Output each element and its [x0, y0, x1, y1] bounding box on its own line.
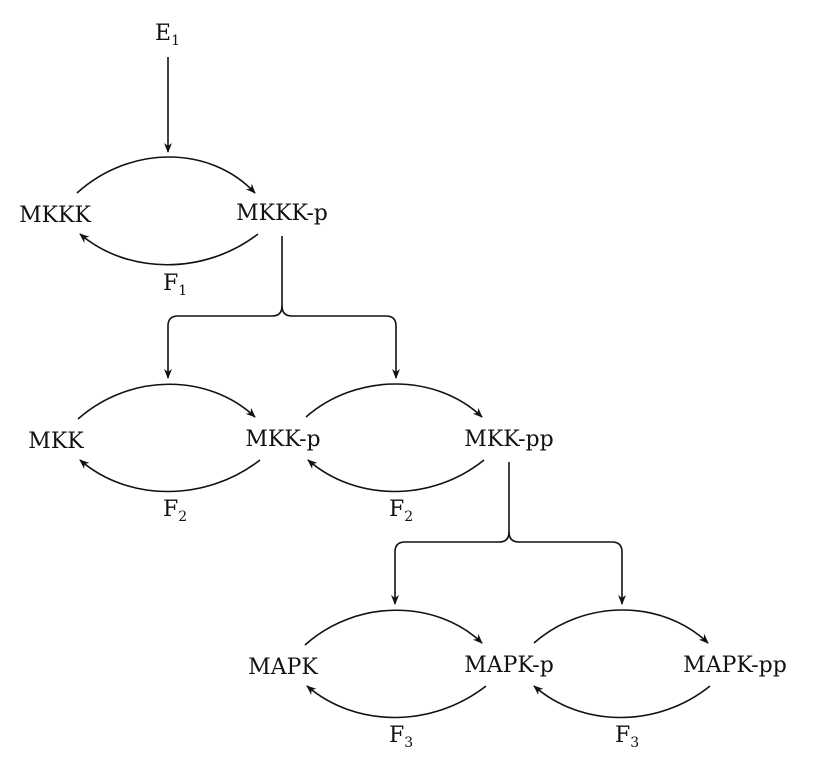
mkkk-dephosphorylation-arrow — [79, 233, 259, 266]
enzyme-e1-label: E1 — [155, 21, 180, 49]
node-mkk: MKK — [28, 429, 84, 454]
mkk-pp-activation-brace — [391, 462, 510, 605]
node-mapk-pp: MAPK-pp — [683, 653, 787, 678]
node-mkkk-p: MKKK-p — [236, 201, 328, 226]
mapk-first-dephosphorylation-arrow — [306, 685, 487, 719]
node-mapk-p: MAPK-p — [464, 653, 554, 678]
mapk-first-phosphorylation-arrow — [304, 609, 483, 646]
mapk-second-dephosphorylation-arrow — [533, 685, 711, 719]
mkk-pp-activation-brace-right — [508, 531, 626, 605]
mapk-second-phosphorylation-arrow — [533, 609, 709, 644]
phosphatase-f3-label-left: F3 — [389, 723, 413, 751]
node-mkkk: MKKK — [19, 203, 91, 228]
phosphatase-f1-label: F1 — [163, 271, 187, 299]
mkkk-phosphorylation-arrow — [76, 156, 256, 194]
node-mapk: MAPK — [248, 655, 318, 680]
mkk-first-dephosphorylation-arrow — [79, 459, 261, 493]
mkk-first-phosphorylation-arrow — [77, 383, 256, 420]
phosphatase-f2-label-right: F2 — [389, 497, 413, 525]
node-mkk-pp: MKK-pp — [464, 427, 553, 452]
node-mkk-p: MKK-p — [245, 427, 320, 452]
mkk-second-dephosphorylation-arrow — [307, 459, 485, 493]
phosphatase-f2-label-left: F2 — [163, 497, 187, 525]
mkkk-p-activation-brace-right — [281, 305, 400, 379]
mkkk-p-activation-brace — [164, 236, 283, 379]
mkk-second-phosphorylation-arrow — [305, 383, 483, 418]
phosphatase-f3-label-right: F3 — [615, 723, 639, 751]
